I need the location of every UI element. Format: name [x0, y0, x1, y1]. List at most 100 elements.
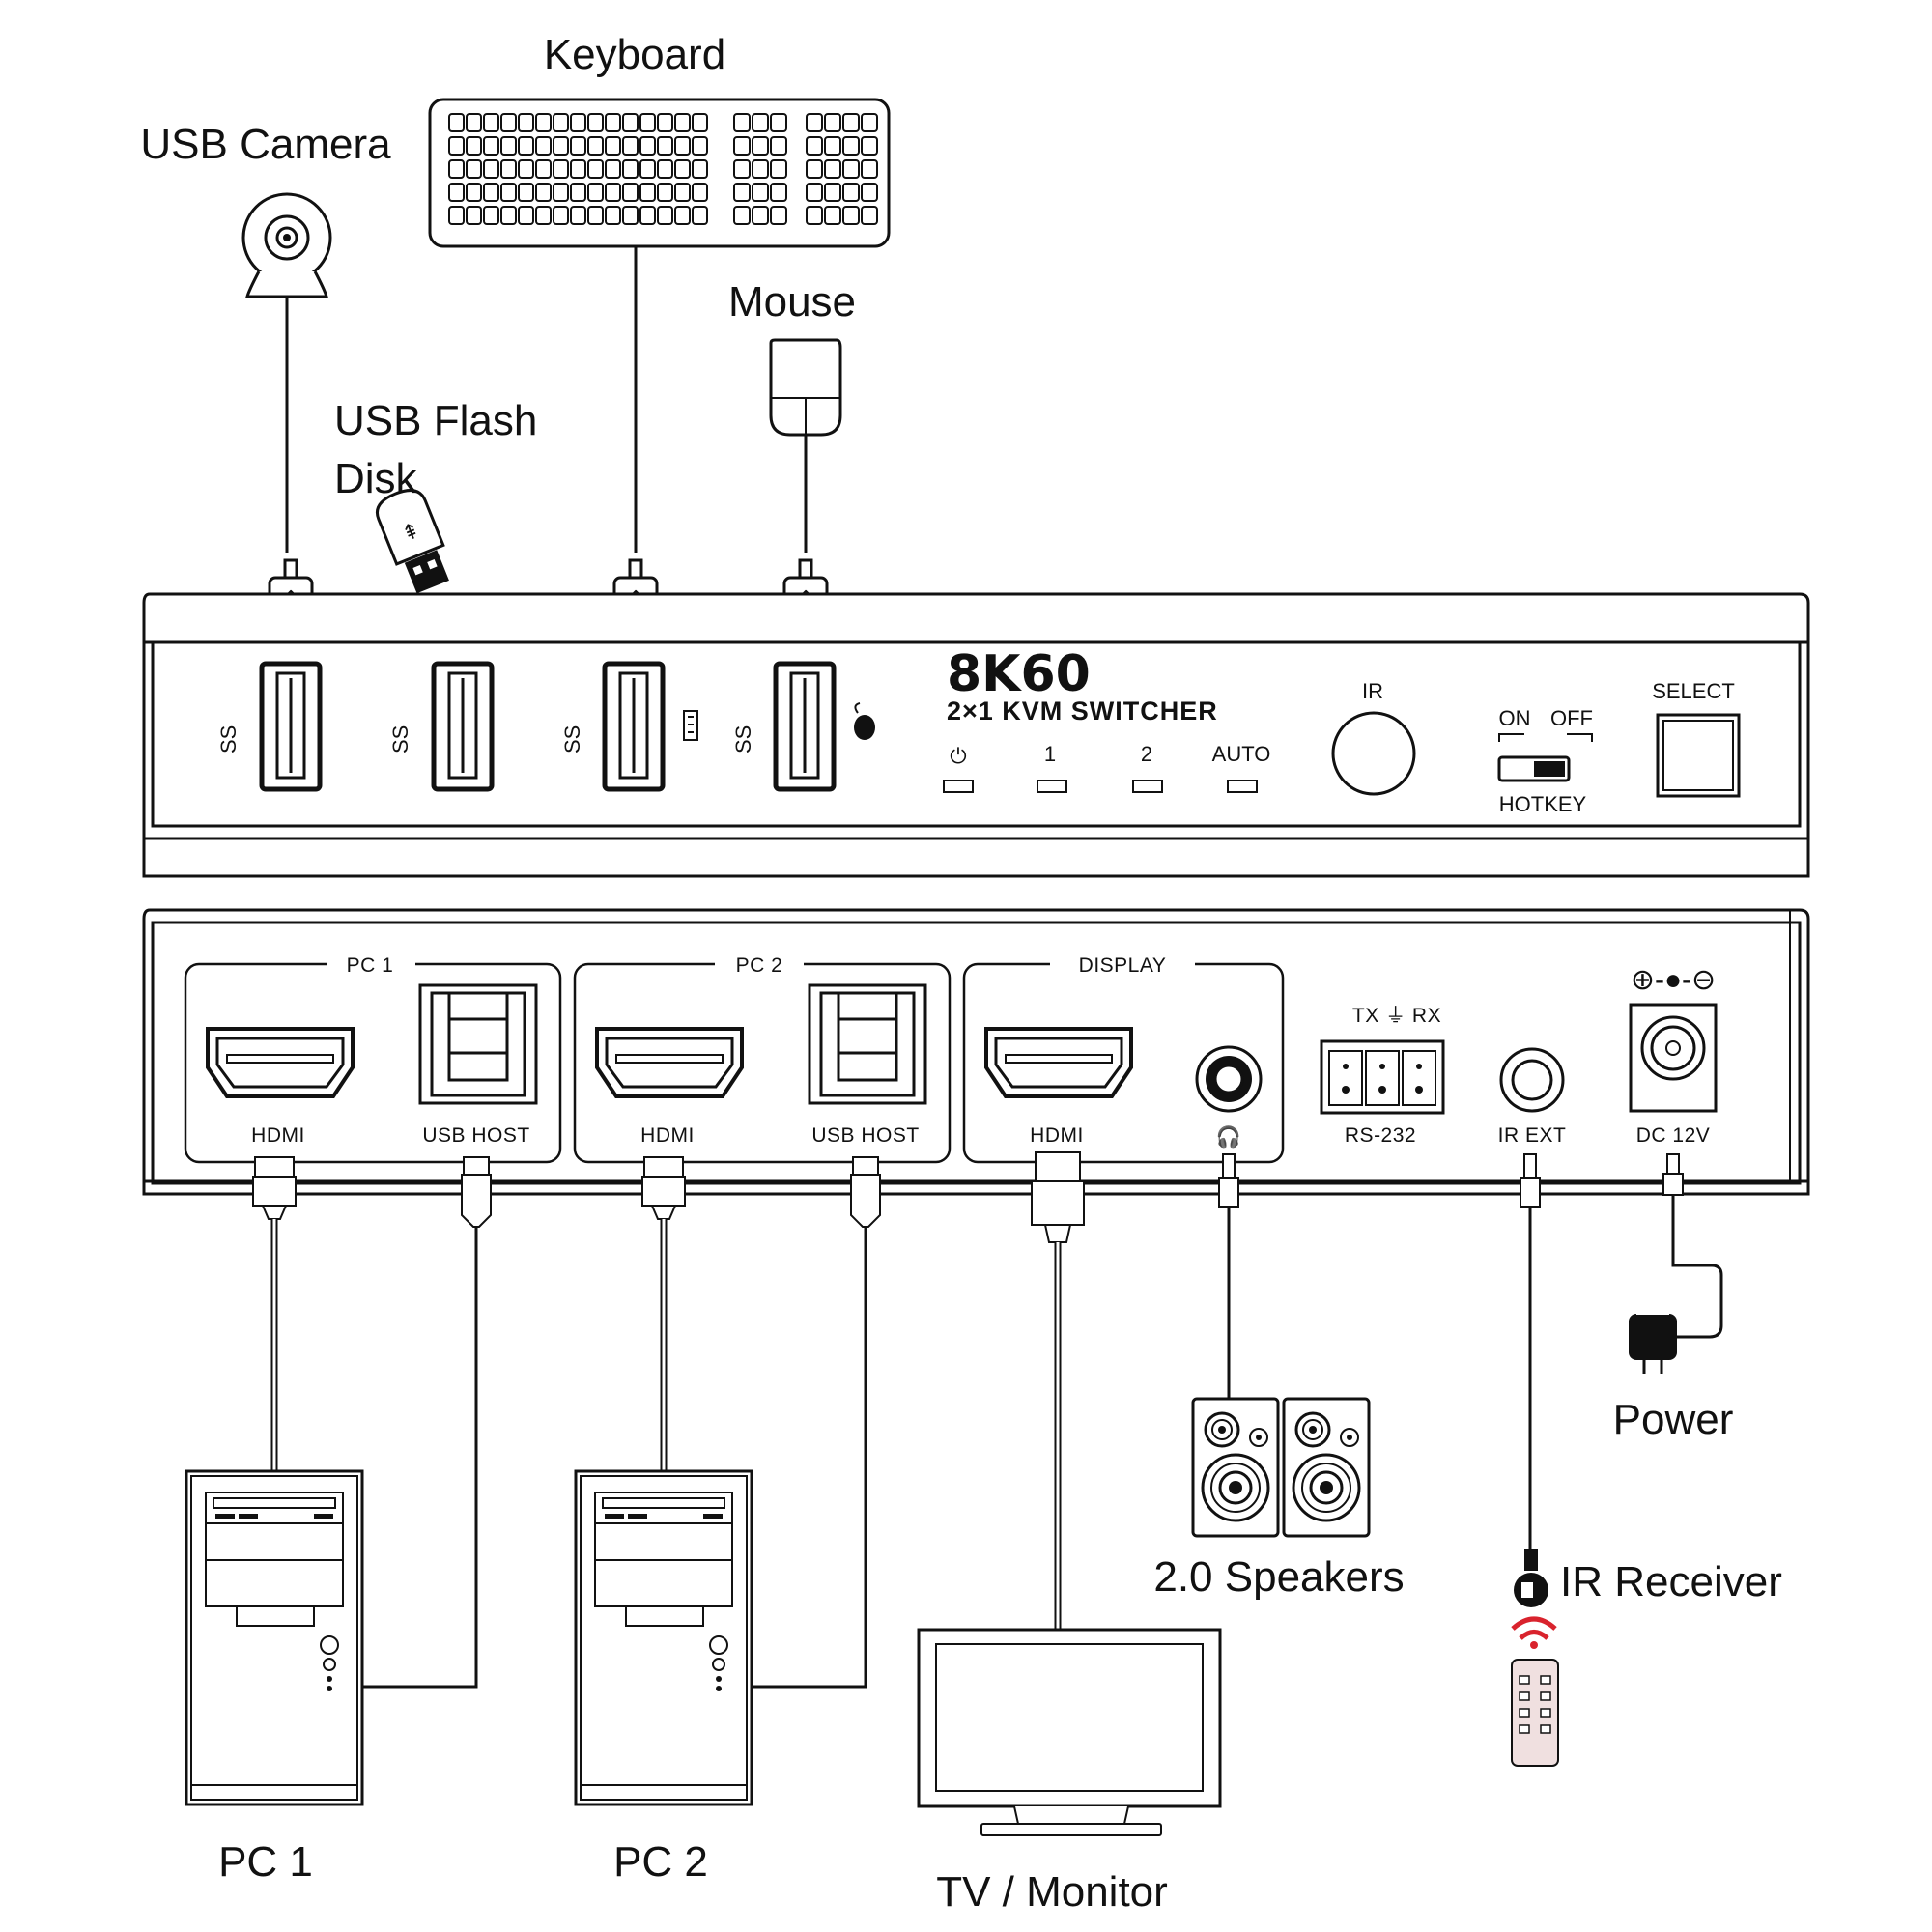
- keyboard-key: [639, 113, 656, 132]
- keyboard-key: [466, 113, 482, 132]
- keyboard-key: [674, 113, 691, 132]
- keyboard-key: [733, 159, 751, 179]
- keyboard-key: [448, 206, 465, 225]
- pc1-tower-icon: [185, 1469, 364, 1806]
- keyboard-key: [587, 113, 604, 132]
- keyboard-key: [483, 136, 499, 156]
- display-hdmi-port[interactable]: [984, 1027, 1133, 1098]
- rs232-pin-labels: TX ⏚ RX: [1352, 1005, 1441, 1027]
- keyboard-key: [587, 206, 604, 225]
- keyboard-key: [733, 183, 751, 202]
- usb3-port-mouse[interactable]: [776, 664, 834, 789]
- right-speaker-icon: [1282, 1397, 1371, 1538]
- keyboard-key: [692, 136, 708, 156]
- tv-monitor-label: TV / Monitor: [936, 1868, 1168, 1916]
- ss-usb-logos: SS SS SS SS: [216, 725, 755, 753]
- select-button[interactable]: [1656, 713, 1741, 798]
- pc1-hdmi-port[interactable]: [206, 1027, 355, 1098]
- keyboard-key: [657, 183, 673, 202]
- pc2-usb-host-port[interactable]: [808, 983, 927, 1105]
- keyboard-key: [770, 206, 787, 225]
- pc1-usb-host-port[interactable]: [418, 983, 538, 1105]
- keyboard-key: [622, 136, 639, 156]
- keyboard-key: [824, 113, 841, 132]
- keyboard-key: [770, 159, 787, 179]
- keyboard-key: [770, 113, 787, 132]
- usb3-port-1[interactable]: [262, 664, 320, 789]
- keyboard-key: [483, 113, 499, 132]
- keyboard-key: [605, 136, 621, 156]
- keyboard-key: [861, 113, 878, 132]
- switch-off-label: OFF: [1550, 706, 1593, 730]
- keyboard-key: [605, 159, 621, 179]
- keyboard-key: [806, 136, 823, 156]
- keyboard-key: [553, 183, 569, 202]
- keyboard-key: [806, 206, 823, 225]
- port-label: HDMI: [1030, 1124, 1084, 1147]
- keyboard-key: [770, 183, 787, 202]
- keyboard-key: [657, 159, 673, 179]
- dc-power-jack[interactable]: [1629, 1003, 1718, 1113]
- keyboard-key: [500, 136, 517, 156]
- power-label: Power: [1613, 1396, 1734, 1443]
- keyboard-key: [500, 113, 517, 132]
- brand-logo: 8K60: [947, 645, 1091, 703]
- keyboard-key: [842, 136, 860, 156]
- keyboard-key: [806, 159, 823, 179]
- keyboard-key: [500, 159, 517, 179]
- speakers-label: 2.0 Speakers: [1153, 1553, 1404, 1601]
- tv-monitor-icon: [917, 1628, 1222, 1836]
- keyboard-key: [842, 159, 860, 179]
- pc2-hdmi-port[interactable]: [595, 1027, 744, 1098]
- keyboard-key: [466, 136, 482, 156]
- keyboard-key: [692, 206, 708, 225]
- keyboard-key: [824, 136, 841, 156]
- keyboard-key: [466, 206, 482, 225]
- keyboard-key: [842, 183, 860, 202]
- keyboard-key: [587, 136, 604, 156]
- keyboard-key: [535, 159, 552, 179]
- keyboard-key: [448, 159, 465, 179]
- usb3-port-2[interactable]: [434, 664, 492, 789]
- usb-host-plugs: [461, 1156, 881, 1228]
- audio-out-jack[interactable]: [1195, 1045, 1263, 1113]
- power-led-label: ⏻: [950, 744, 966, 768]
- keyboard-key: [587, 183, 604, 202]
- keyboard-key: [622, 159, 639, 179]
- keyboard-key: [752, 159, 769, 179]
- ss-logo: SS: [560, 725, 584, 753]
- usb-flash-disk-icon: ⇞: [375, 489, 449, 594]
- port-label: IR EXT: [1498, 1124, 1567, 1147]
- keyboard-key: [518, 159, 534, 179]
- usb3-port-keyboard[interactable]: [605, 664, 663, 789]
- keyboard-key: [824, 183, 841, 202]
- pc1-label: PC 1: [218, 1838, 313, 1886]
- port-label: USB HOST: [422, 1124, 529, 1147]
- keyboard-key: [622, 113, 639, 132]
- keyboard-key: [674, 159, 691, 179]
- keyboard-key: [861, 159, 878, 179]
- keyboard-key: [639, 159, 656, 179]
- keyboard-key: [518, 136, 534, 156]
- mouse-icon: [769, 338, 842, 553]
- keyboard-key: [622, 183, 639, 202]
- keyboard-key: [483, 183, 499, 202]
- led-2: [1132, 780, 1163, 793]
- ss-logo: SS: [216, 725, 241, 753]
- ir-ext-jack[interactable]: [1499, 1047, 1565, 1113]
- keyboard-key: [657, 136, 673, 156]
- keyboard-key: [587, 159, 604, 179]
- hotkey-switch[interactable]: ON OFF HOTKEY: [1497, 706, 1594, 816]
- keyboard-icon: [428, 98, 891, 553]
- hotkey-label: HOTKEY: [1499, 792, 1587, 816]
- mouse-label: Mouse: [728, 278, 856, 326]
- usb-flash-disk-label-line2: Disk: [334, 455, 418, 502]
- keyboard-key: [535, 113, 552, 132]
- keyboard-key: [733, 206, 751, 225]
- keyboard-key: [657, 206, 673, 225]
- select-label: SELECT: [1652, 679, 1735, 703]
- keyboard-label: Keyboard: [544, 31, 725, 78]
- keyboard-key: [639, 183, 656, 202]
- rs232-terminal[interactable]: [1320, 1039, 1445, 1115]
- keyboard-key: [674, 206, 691, 225]
